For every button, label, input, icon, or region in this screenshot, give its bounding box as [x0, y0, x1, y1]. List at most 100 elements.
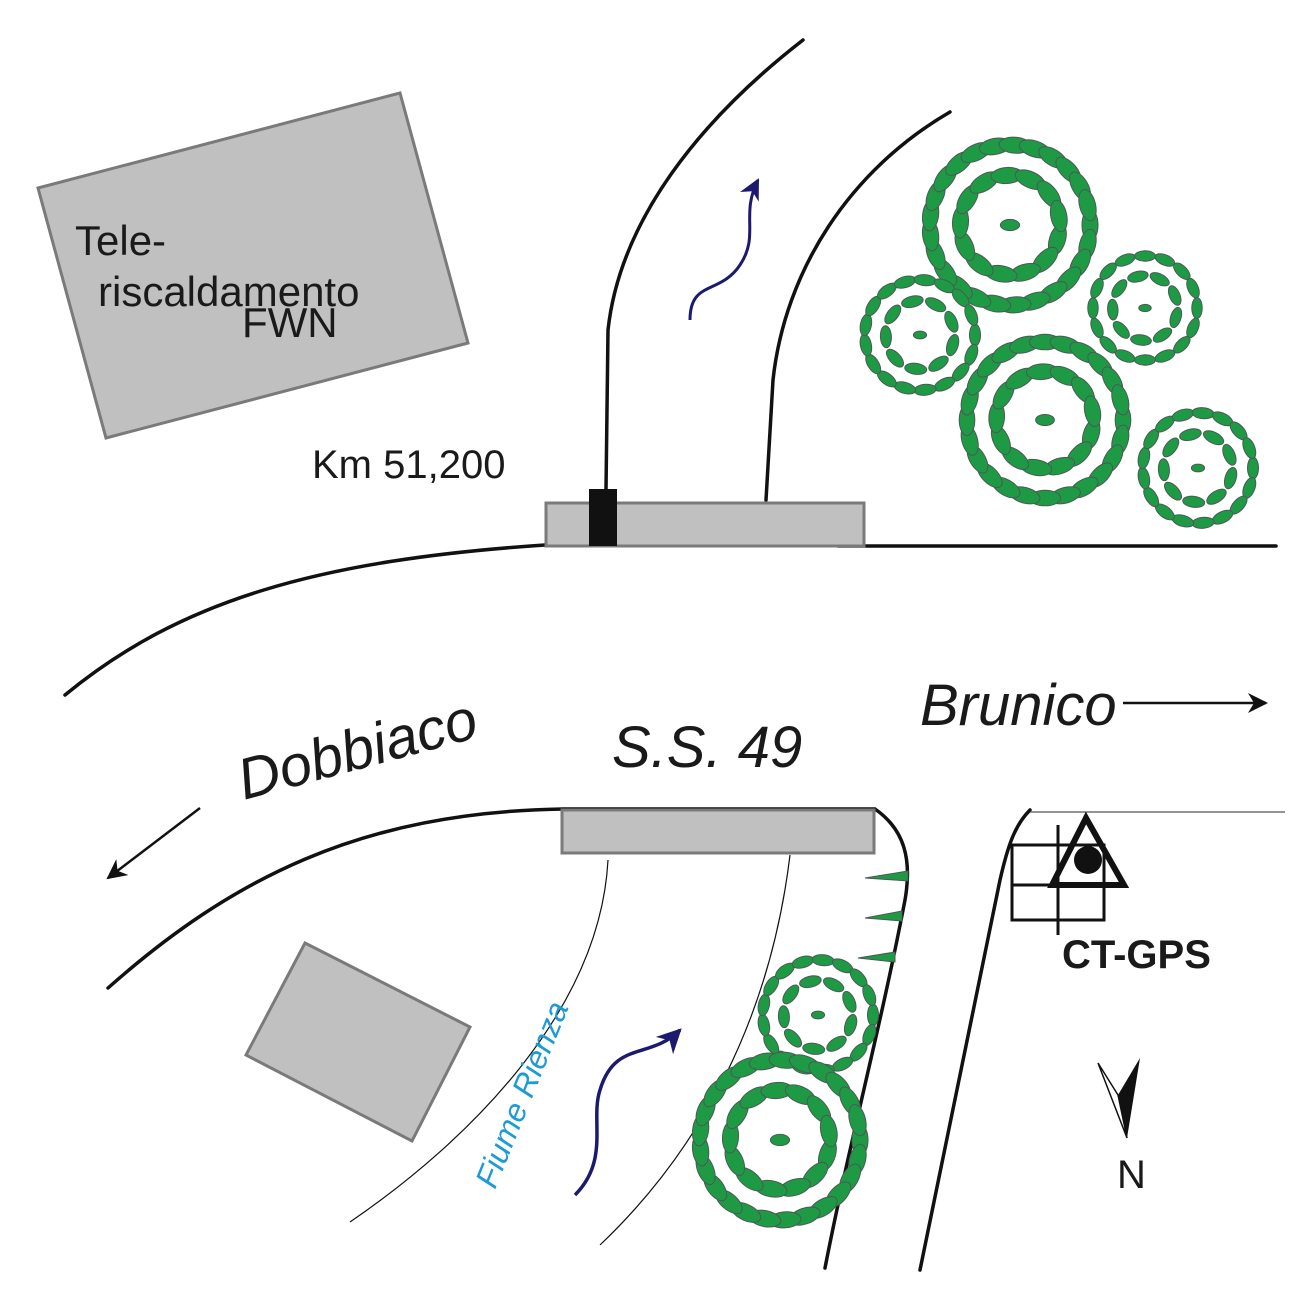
heating-plant-building: Tele- riscaldamento FWN [36, 91, 470, 440]
tree-leaf [928, 355, 949, 372]
west-direction-arrow [106, 807, 201, 880]
tree-leaf [777, 1005, 790, 1029]
tree-leaf [1083, 395, 1102, 428]
tree-icon [859, 274, 981, 396]
km-label: Km 51,200 [312, 443, 505, 487]
tree-leaf [913, 274, 937, 287]
tree-leaf [862, 984, 877, 1007]
north-arrow-icon [1097, 1058, 1140, 1139]
road-lower-edge [106, 807, 910, 1270]
tree-leaf [1247, 456, 1259, 480]
tree-leaf [1191, 516, 1215, 529]
building-label-line3: FWN [242, 299, 338, 346]
tree-leaf [1111, 279, 1128, 298]
tree-leaf [1035, 414, 1055, 426]
small-building [243, 940, 473, 1144]
flow-arrow-icon [688, 178, 760, 321]
tree-leaf [1107, 298, 1119, 321]
tree-leaf [782, 984, 800, 1005]
north-label: N [1117, 1153, 1146, 1197]
road-upper-edge-west [63, 543, 547, 697]
tree-leaf [769, 1133, 791, 1147]
tree-leaf [1152, 327, 1173, 343]
tree-leaf [1202, 430, 1225, 446]
tree-icon [958, 333, 1132, 507]
tree-leaf [1127, 270, 1149, 283]
tree-leaf [1078, 188, 1097, 222]
stream-bank-right [764, 110, 952, 502]
tree-leaf [1191, 407, 1215, 420]
stream-bank-left [604, 38, 805, 492]
tree-leaf [924, 297, 947, 313]
tree-leaf [999, 218, 1021, 232]
km-marker-post [589, 489, 617, 546]
building-label-line1: Tele- [75, 217, 166, 264]
tree-leaf [1179, 428, 1202, 442]
tree-leaf [859, 313, 873, 337]
tree-leaf [1090, 317, 1104, 339]
tree-leaf [802, 1042, 826, 1055]
tree-icon [1087, 250, 1203, 366]
tree-leaf [1134, 250, 1156, 262]
tree-leaf [1090, 277, 1104, 299]
tree-leaf [1114, 253, 1136, 267]
tree-icon [691, 1051, 869, 1229]
tree-leaf [969, 323, 981, 347]
tree-leaf [913, 383, 937, 396]
tree-leaf [867, 1003, 879, 1027]
tree-leaf [885, 348, 905, 368]
river-bank-left [349, 859, 609, 1223]
tree-leaf [783, 1028, 803, 1048]
tree-leaf [1242, 437, 1257, 460]
station-label: CT-GPS [1062, 933, 1211, 977]
tree-leaf [1157, 458, 1170, 482]
tree-leaf [1191, 297, 1203, 319]
tree-leaf [757, 1013, 771, 1037]
tree-icon [921, 136, 1099, 314]
tree-leaf [1087, 297, 1099, 319]
tree-leaf [859, 333, 873, 357]
tree-leaf [810, 1010, 826, 1020]
lower-bridge [560, 808, 876, 855]
tree-leaf [811, 954, 835, 967]
tree-leaf [1169, 306, 1183, 329]
trees [691, 136, 1259, 1229]
gps-station-icon [1010, 811, 1130, 935]
side-road-west-edge [918, 808, 1032, 1272]
tree-leaf [1130, 334, 1152, 346]
tree-leaf [1134, 354, 1156, 366]
tree-leaf [1049, 199, 1068, 233]
tree-leaf [945, 333, 960, 357]
tree-leaf [1154, 253, 1176, 267]
tree-leaf [964, 304, 979, 327]
tree-leaf [799, 975, 822, 989]
tree-leaf [1186, 317, 1200, 339]
tree-leaf [1167, 285, 1182, 306]
tree-leaf [1182, 495, 1206, 508]
tree-leaf [1111, 384, 1130, 416]
tree-leaf [1186, 277, 1200, 299]
tree-icon [1137, 407, 1259, 529]
flow-arrow-icon [573, 1028, 682, 1197]
tree-leaf [822, 977, 845, 993]
building-label-line2: riscaldamento [98, 268, 359, 315]
tree-leaf [1112, 321, 1130, 339]
tree-leaf [1206, 488, 1227, 505]
tree-leaf [944, 310, 959, 333]
tree-leaf [1138, 303, 1152, 313]
tree-leaf [842, 990, 857, 1013]
tree-leaf [1162, 437, 1180, 458]
tree-leaf [1223, 466, 1238, 490]
tree-leaf [848, 1103, 867, 1137]
west-destination-label: Dobbiaco [231, 686, 485, 812]
tree-leaf [826, 1035, 847, 1052]
tree-leaf [879, 325, 892, 349]
tree-leaf [1114, 349, 1136, 363]
east-destination-label: Brunico [920, 673, 1117, 738]
road-label: S.S. 49 [612, 715, 802, 780]
tree-leaf [819, 1114, 838, 1148]
tree-leaf [1163, 481, 1183, 501]
tree-leaf [1154, 349, 1176, 363]
tree-leaf [1222, 443, 1237, 466]
